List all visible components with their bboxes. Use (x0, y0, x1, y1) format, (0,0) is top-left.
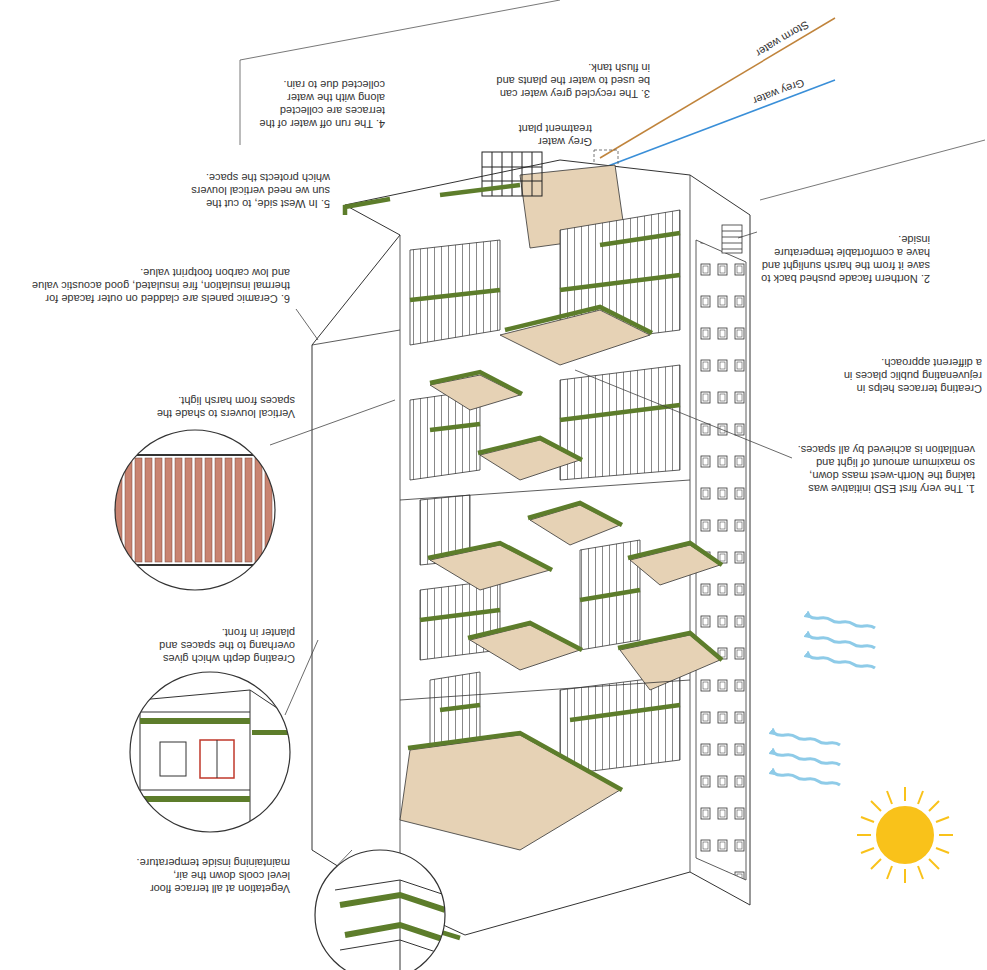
planter-strips (345, 185, 722, 938)
pipe-label: Grey water (751, 76, 806, 107)
building (312, 152, 750, 935)
callout-note: 4. The run off water of the terraces are… (250, 78, 385, 130)
overhang-detail (125, 667, 295, 840)
callout-note: 2. Northern facade pushed back to save i… (755, 233, 930, 285)
sun (857, 787, 953, 883)
louver-detail (110, 425, 280, 595)
callout-note: 5. In West side, to cut the sun we need … (190, 171, 330, 210)
callout-note: Vegetation at all terrace floor level co… (130, 856, 290, 895)
terrace-detail (315, 850, 445, 970)
callout-note: 6. Ceramic panels are cladded on outer f… (28, 266, 290, 305)
wind-arrows (774, 616, 875, 785)
callout-note: Creating terraces helps in rejuvenating … (842, 356, 982, 395)
callout-note: 3. The recycled grey water can be used t… (495, 61, 650, 100)
callout-note: Grey water treatment plant (502, 122, 592, 148)
callout-note: Vertical louvers to shade the spaces fro… (135, 394, 295, 420)
callout-note: Creating depth which gives overhang to t… (130, 626, 295, 665)
leader-lines (270, 232, 792, 873)
callout-note: 1. The very first ESD initiative was tak… (797, 443, 975, 495)
pipe-label: Storm water (753, 18, 811, 60)
